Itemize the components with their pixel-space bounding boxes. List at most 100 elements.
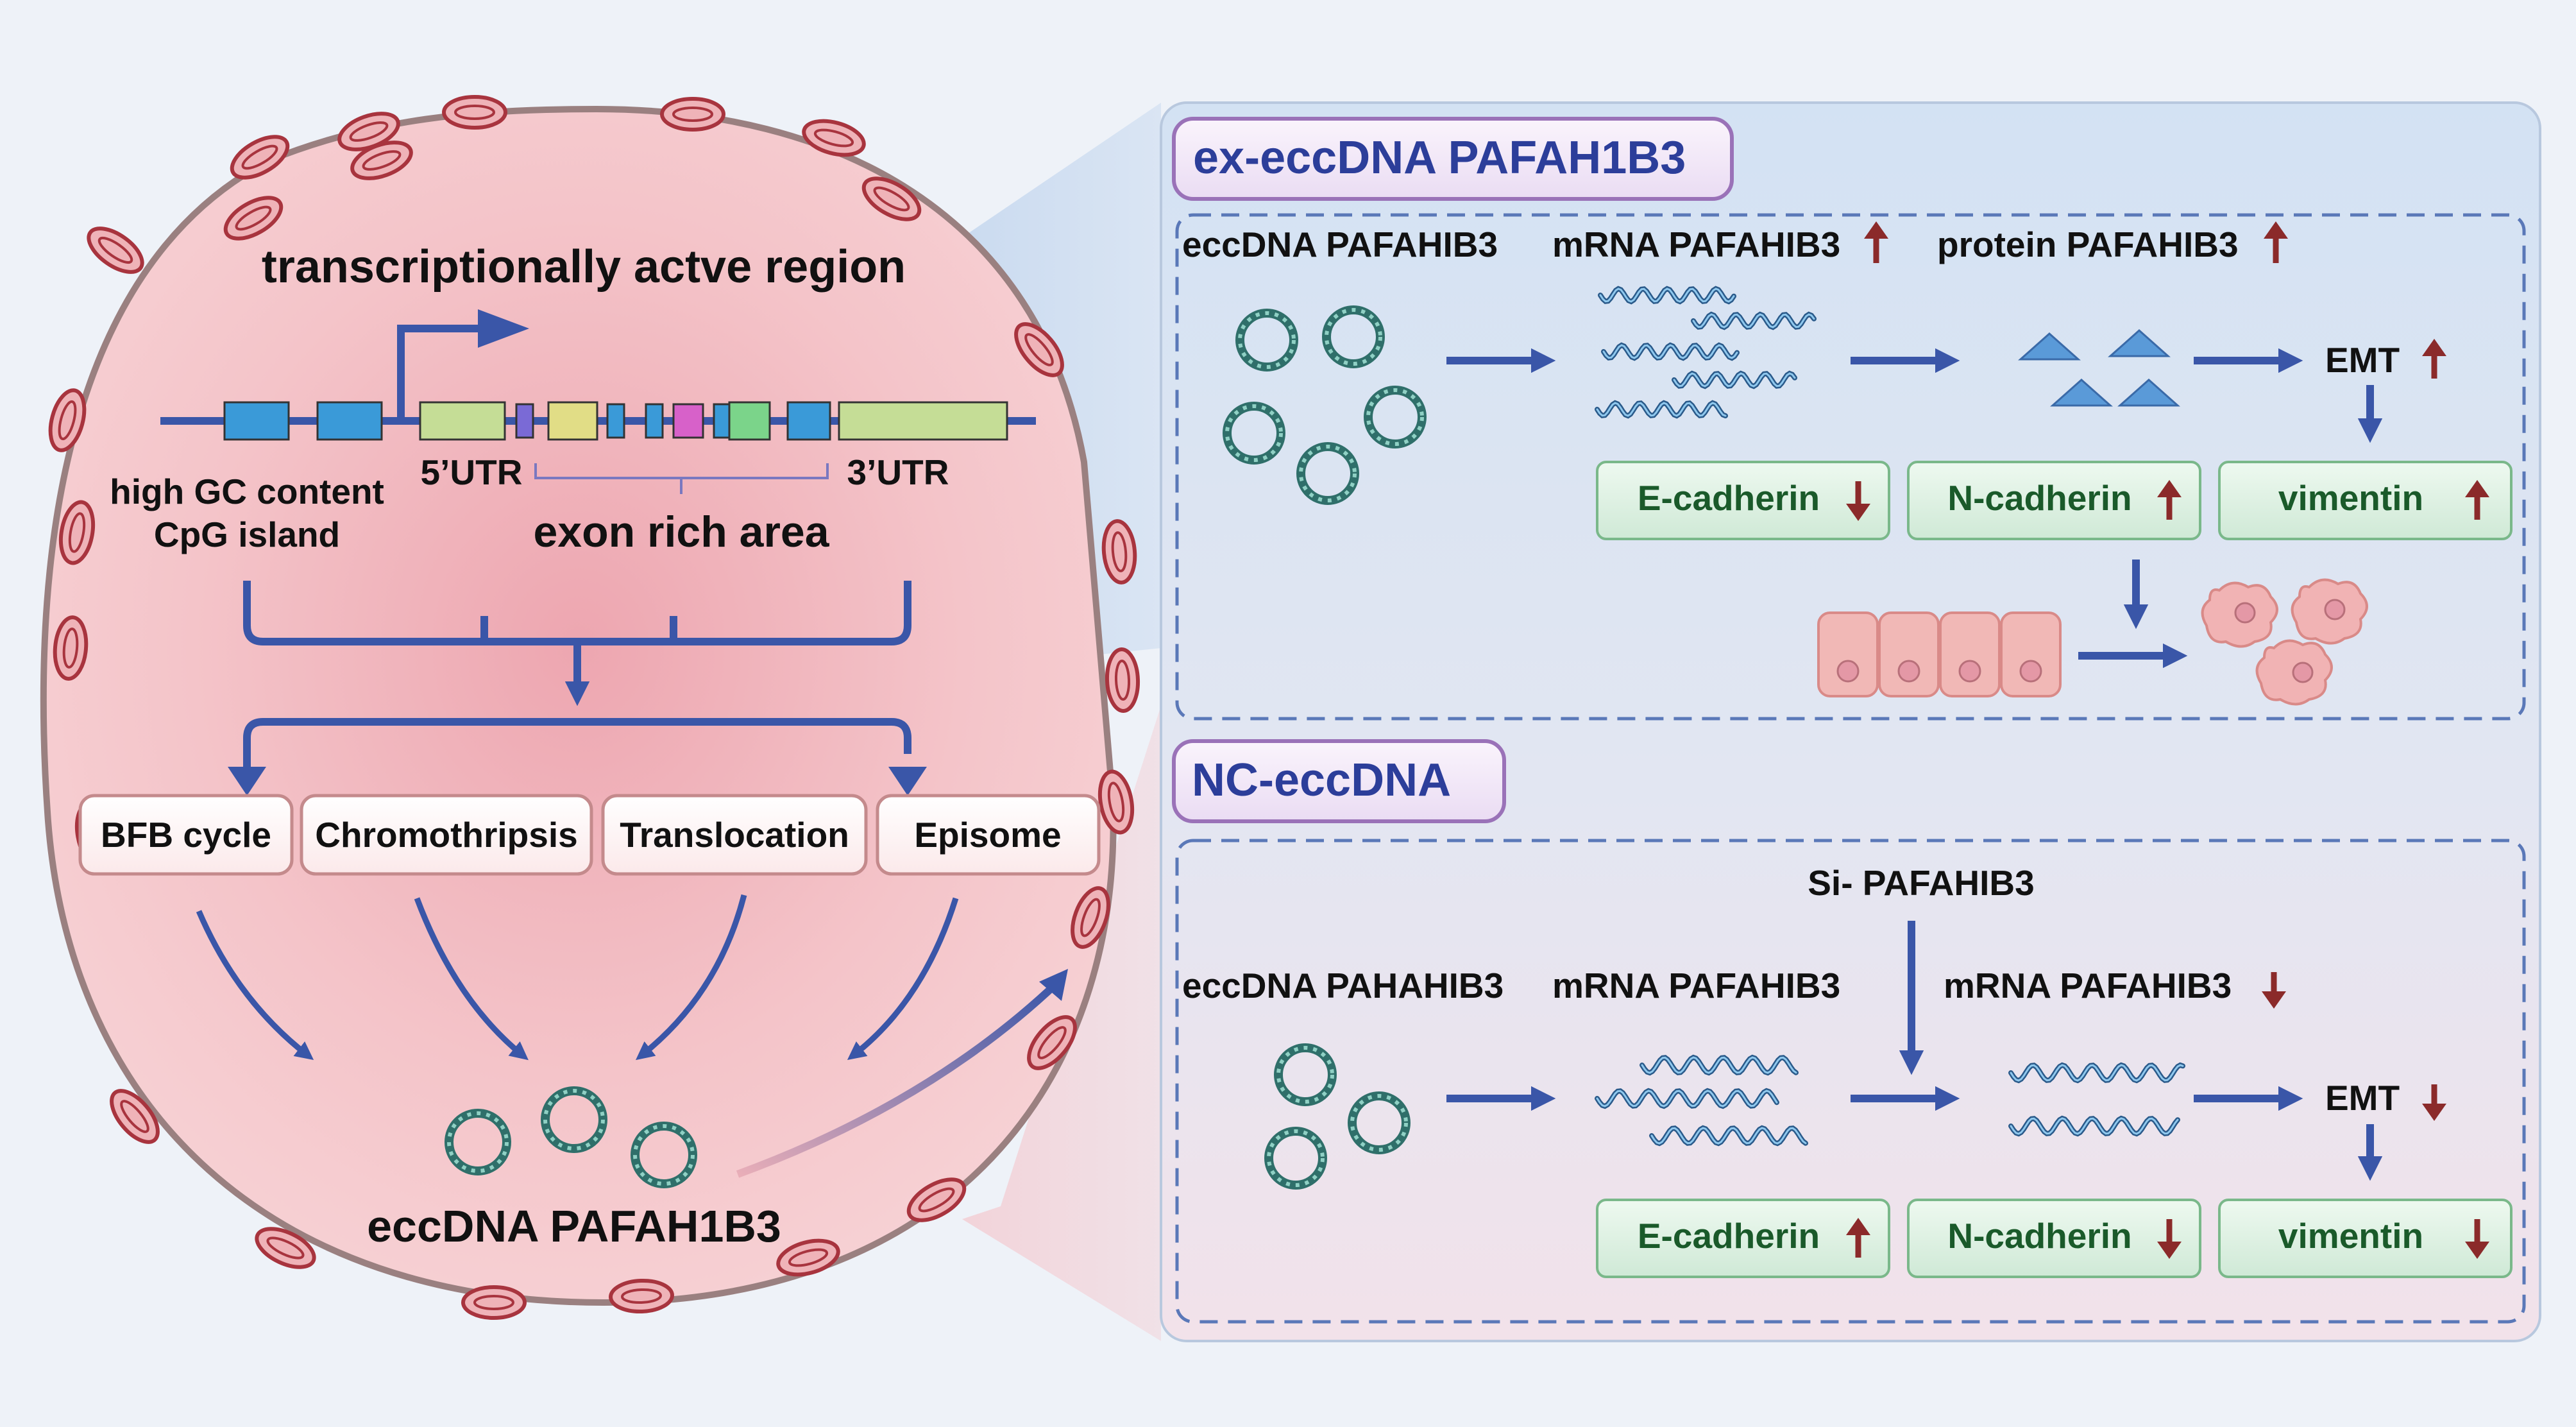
eccdna-circle-icon [1364,386,1427,449]
mechanism-bfb: BFB cycle [78,794,294,876]
membrane-protein-icon [861,176,922,221]
right-panel [1160,101,2541,1342]
eccdna-circle-icon [1322,305,1385,368]
eccdna-circle-icon [1264,1127,1327,1190]
top-title: ex-eccDNA PAFAH1B3 [1193,132,1686,184]
membrane-protein-icon [58,500,96,565]
marker-label: N-cadherin [1947,478,2131,518]
exon-box [645,403,664,439]
membrane-protein-icon [223,196,284,241]
top-col-protein: protein PAFAHIB3 [1937,225,2239,264]
bottom-col-mrna: mRNA PAFAHIB3 [1552,966,1840,1005]
marker-label: N-cadherin [1947,1216,2131,1256]
down-arrow-icon [2422,1084,2446,1121]
top-marker-ncad: N-cadherin [1907,461,2201,540]
top-eccdna-group [1223,305,1427,505]
up-arrow-icon [2157,480,2182,520]
utr3-label: 3’UTR [847,452,949,492]
exon-box [316,401,383,441]
bottom-emt-label: EMT [2325,1078,2400,1118]
export-arrow-head [1039,969,1068,1001]
exon-box [547,401,598,441]
top-marker-ecad: E-cadherin [1596,461,1890,540]
eccdna-circle-icon [1235,309,1298,372]
eccdna-circle-icon [1223,402,1285,465]
mrna-icon [1598,286,1736,305]
marker-label: E-cadherin [1638,1216,1820,1256]
membrane-protein-icon [53,615,89,681]
cell-eccdna-group [445,1086,697,1188]
epithelial-cells [1817,611,2062,697]
marker-label: vimentin [2278,478,2423,518]
protein-group [2018,329,2180,407]
top-col-eccdna: eccDNA PAFAHIB3 [1182,225,1498,264]
membrane-protein-icon [87,226,144,274]
mrna-icon [1640,1054,1799,1076]
down-arrow-icon [2157,1219,2182,1259]
export-arrow [736,978,1062,1178]
exon-box [713,403,732,439]
top-marker-vimentin: vimentin [2218,461,2512,540]
membrane-protein-icon [1027,1015,1077,1070]
si-label: Si- PAFAHIB3 [1808,863,2034,903]
gc-content-label: high GC content [110,472,384,511]
cpg-island-label: CpG island [154,515,340,554]
membrane-protein-icon [442,95,507,130]
top-col-mrna: mRNA PAFAHIB3 [1552,225,1840,264]
mrna-icon [2008,1115,2180,1137]
membrane-protein-icon [802,119,866,157]
curve-arrow [635,894,747,1061]
promoter-arrow [397,325,494,417]
top-emt-label: EMT [2325,340,2400,380]
exon-box [728,401,771,441]
exon-rich-bracket [534,463,829,494]
bottom-col-eccdna: eccDNA PAHAHIB3 [1182,966,1504,1005]
membrane-protein-icon [48,388,87,452]
eccdna-circle-icon [1296,442,1359,505]
top-section-border [1175,213,2526,721]
membrane-protein-icon [461,1285,527,1320]
exon-rich-label: exon rich area [533,508,829,556]
top-mrna-group [1595,286,1817,419]
mrna-icon [2008,1062,2185,1084]
mechanism-label: BFB cycle [101,815,271,855]
split-arrow-right [888,767,927,796]
mrna-icon [1649,1125,1808,1147]
marker-label: vimentin [2278,1216,2423,1256]
membrane-protein-icon [1101,519,1137,585]
down-arrow-icon [2262,972,2286,1009]
exon-box [606,403,625,439]
up-arrow-icon [2465,480,2489,520]
utr5-label: 5’UTR [421,452,523,492]
mechanism-translocation: Translocation [601,794,868,876]
utr5-box [419,401,506,441]
up-arrow-icon [2422,339,2446,379]
mrna-icon [1595,400,1728,419]
protein-icon [2108,329,2171,357]
membrane-protein-icon [230,135,290,180]
eccdna-circle-icon [1348,1091,1411,1154]
protein-icon [2050,378,2113,407]
mrna-icon [1672,370,1797,389]
up-arrow-icon [1846,1218,1870,1258]
mechanism-episome: Episome [876,794,1101,876]
curve-arrow [847,897,959,1061]
mechanism-label: Chromothripsis [315,815,577,855]
bottom-col-mrna2: mRNA PAFAHIB3 [1944,966,2232,1005]
mechanism-chromothripsis: Chromothripsis [300,794,593,876]
mrna-icon [1595,1088,1779,1109]
membrane-protein-icon [609,1278,674,1314]
membrane-protein-icon [1014,322,1064,377]
product-label: eccDNA PAFAH1B3 [367,1201,781,1251]
eccdna-circle-icon [631,1122,697,1188]
bottom-eccdna-group [1264,1043,1411,1190]
mesenchymal-cells [2201,578,2368,706]
up-arrow-icon [1864,221,1888,263]
membrane-protein-icon [906,1177,967,1222]
membrane-protein-icon [337,112,400,151]
membrane-protein-group [48,95,1140,1320]
mechanism-label: Episome [914,815,1061,855]
bottom-marker-ecad: E-cadherin [1596,1199,1890,1278]
utr3-box [838,401,1008,441]
